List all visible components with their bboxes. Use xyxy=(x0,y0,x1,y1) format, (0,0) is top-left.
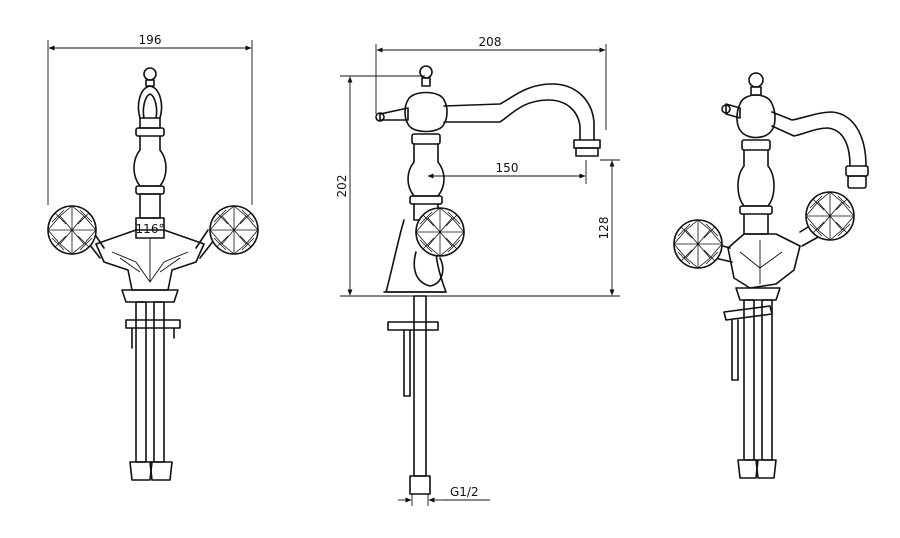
dimension-thread: G1/2 xyxy=(398,485,490,506)
front-bracket xyxy=(125,319,181,329)
perspective-bracket xyxy=(723,305,773,321)
side-view: 208 202 150 128 xyxy=(335,35,620,506)
front-view: 196 116° xyxy=(47,33,259,481)
dimension-front-width: 196 xyxy=(47,33,253,205)
perspective-spout xyxy=(771,111,869,189)
dimension-202-label: 202 xyxy=(335,175,349,198)
perspective-feed-hoses xyxy=(737,299,777,479)
front-right-knob xyxy=(209,205,259,255)
dimension-total-height: 202 xyxy=(335,75,620,297)
side-bracket xyxy=(387,321,439,331)
dimension-thread-label: G1/2 xyxy=(450,485,479,499)
side-spout xyxy=(443,83,601,157)
dimension-196-label: 196 xyxy=(139,33,162,47)
dimension-spout-reach: 150 xyxy=(427,160,587,184)
front-column: 116° xyxy=(133,117,167,239)
perspective-right-knob xyxy=(805,191,855,241)
dimension-side-length: 208 xyxy=(375,35,607,130)
front-left-knob xyxy=(47,205,97,255)
perspective-view xyxy=(673,72,869,479)
dimension-spout-height: 128 xyxy=(597,159,620,296)
side-knob xyxy=(415,207,465,257)
dimension-128-label: 128 xyxy=(597,217,611,240)
front-finial xyxy=(143,67,157,87)
dimension-208-label: 208 xyxy=(479,35,502,49)
dimension-150-label: 150 xyxy=(496,161,519,175)
front-feed-hoses xyxy=(129,301,173,481)
perspective-left-knob xyxy=(673,219,723,269)
angle-116-label: 116° xyxy=(136,222,165,236)
